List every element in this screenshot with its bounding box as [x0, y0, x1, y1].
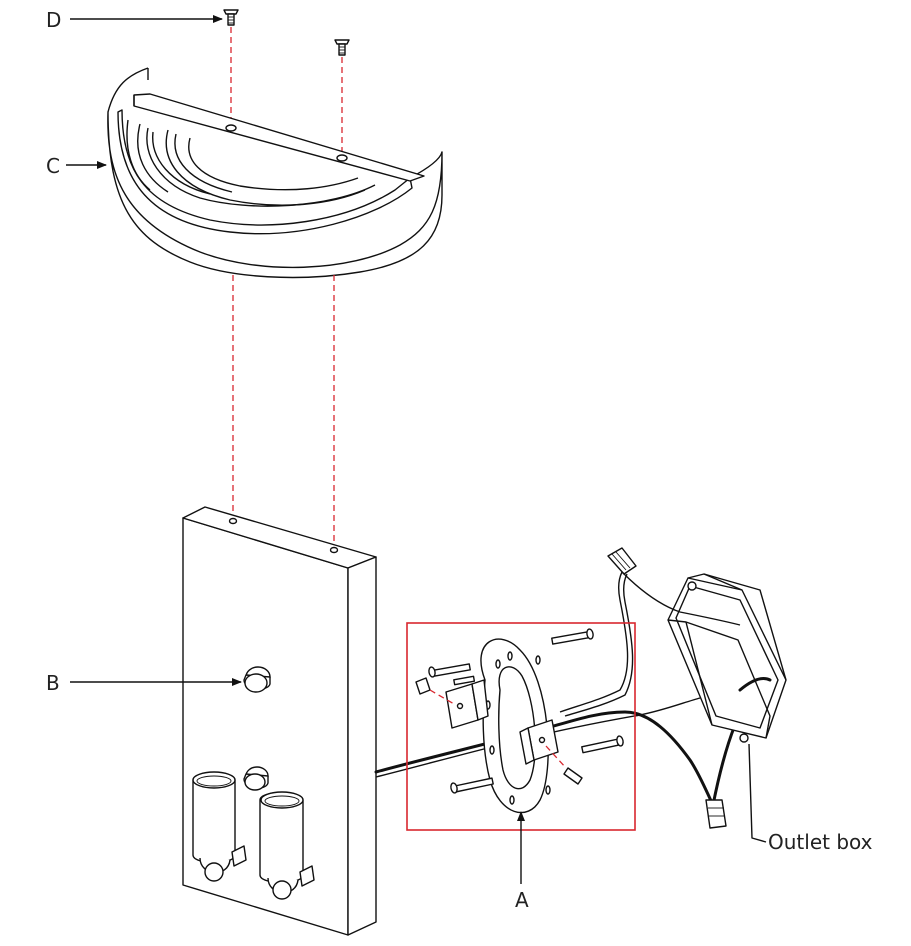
- label-c: C: [46, 154, 60, 178]
- knob-b: [243, 666, 271, 693]
- wire-nut-bottom: [705, 799, 727, 829]
- outlet-box: [621, 571, 787, 743]
- mount-screw-top-left: [428, 663, 471, 678]
- main-wire-black: [374, 710, 715, 807]
- mounting-plate-a: [445, 638, 559, 814]
- wire-nut-top: [607, 547, 637, 575]
- label-d: D: [46, 8, 61, 32]
- supply-wire-white: [559, 571, 629, 713]
- bracket-screw-left: [415, 677, 455, 705]
- mount-screw-bottom-right: [581, 735, 624, 754]
- lamp-socket-left: [192, 771, 247, 882]
- label-a: A: [515, 888, 529, 912]
- shade-c: [107, 67, 443, 279]
- lower-knob: [243, 766, 269, 791]
- label-outlet-box: Outlet box: [768, 830, 873, 854]
- mount-screw-top-right: [551, 628, 594, 645]
- mount-screw-small-left: [453, 675, 476, 686]
- label-outlet-box-leader: [748, 743, 767, 843]
- screw-d-right: [334, 39, 350, 56]
- label-b: B: [46, 671, 60, 695]
- lamp-socket-right: [259, 791, 315, 900]
- bracket-screw-right: [545, 745, 583, 785]
- mount-screw-bottom-left: [450, 777, 494, 794]
- main-wire-white: [375, 697, 701, 778]
- screw-d-left: [223, 9, 239, 26]
- supply-wire-white-2: [564, 573, 634, 717]
